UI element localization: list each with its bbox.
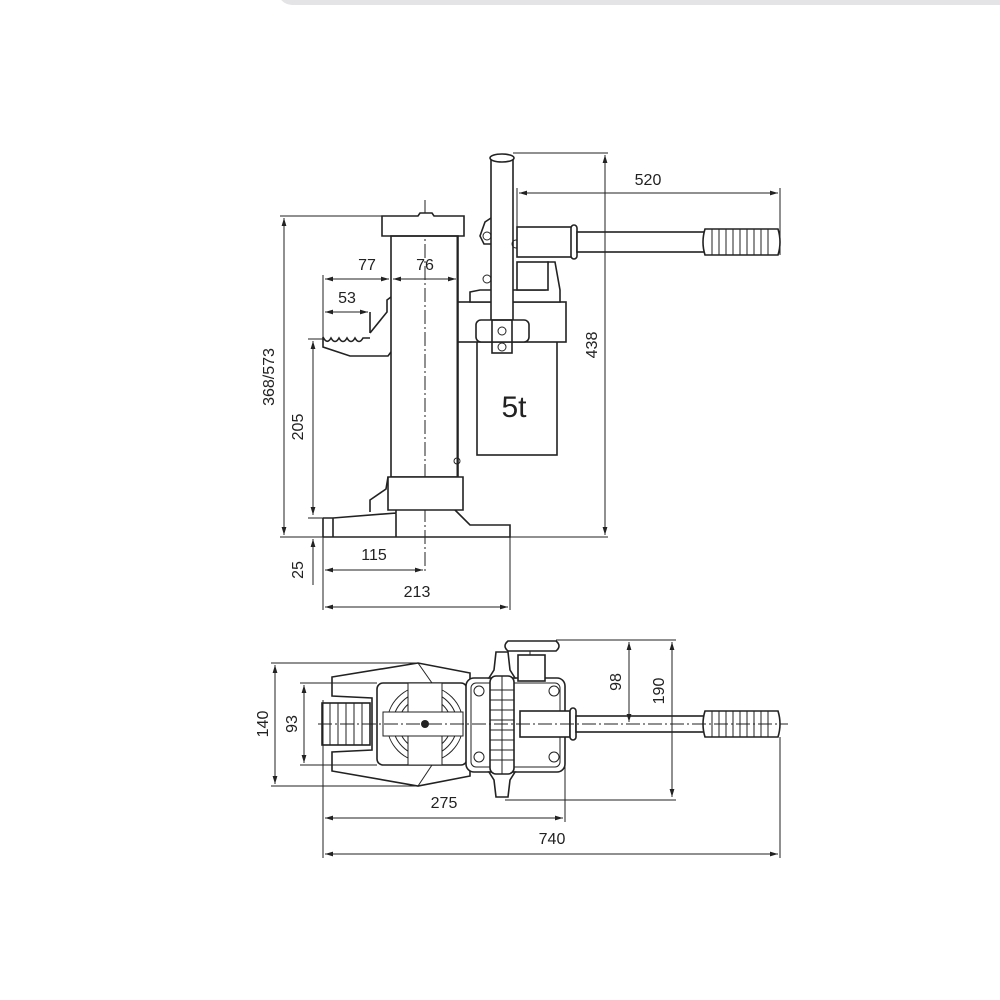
dim-740: 740: [539, 831, 566, 848]
dim-93: 93: [284, 715, 301, 733]
capacity-label: 5t: [501, 391, 527, 424]
dim-76: 76: [416, 257, 434, 274]
dim-213: 213: [404, 584, 431, 601]
toe-claw: [322, 296, 392, 357]
dim-205: 205: [290, 414, 307, 441]
reservoir: [476, 339, 558, 456]
side-view: 5t 520 77 76 53 3: [261, 152, 781, 610]
dim-53: 53: [338, 290, 356, 307]
release-valve-knob: [504, 640, 560, 652]
dim-368-573: 368/573: [261, 348, 278, 406]
top-window-edge: [278, 0, 1000, 5]
base-collar: [387, 476, 464, 511]
handle-socket: [490, 156, 514, 342]
handle-rod: [576, 231, 706, 253]
handle-fitting: [516, 226, 573, 258]
dim-520: 520: [635, 172, 662, 189]
dim-115: 115: [361, 547, 387, 564]
dim-77: 77: [358, 257, 376, 274]
dim-25: 25: [290, 561, 307, 579]
dim-275: 275: [431, 795, 458, 812]
dim-140: 140: [255, 711, 272, 738]
dim-98: 98: [608, 673, 625, 691]
top-view: 140 93 98 190 275 740: [255, 639, 788, 858]
dim-438: 438: [584, 332, 601, 359]
ram-cap: [381, 212, 465, 237]
dim-190: 190: [651, 678, 668, 705]
base: [322, 509, 511, 538]
